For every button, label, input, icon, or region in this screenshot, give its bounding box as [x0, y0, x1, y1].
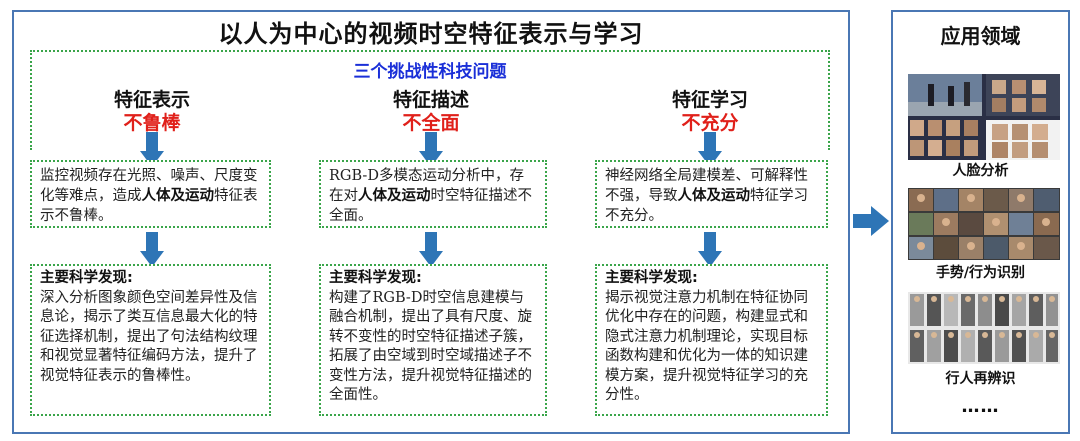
down-arrow-icon	[419, 232, 443, 268]
gesture-recognition-image	[908, 188, 1060, 260]
description-text: RGB-D多模态运动分析中，存在对	[329, 168, 524, 204]
applications-frame	[891, 10, 1070, 434]
column-problem-representation: 不鲁棒	[123, 112, 181, 134]
finding-box-learning: 主要科学发现: 揭示视觉注意力机制在特征协同优化中存在的问题，构建显式和隐式注意…	[595, 264, 828, 416]
person-reid-image	[908, 292, 1060, 364]
description-text: 监控视频存在光照、噪声、尺度变化等难点，造成	[40, 168, 258, 204]
description-text: 时空特征描述不全面。	[329, 188, 532, 224]
down-arrow-icon	[140, 232, 164, 268]
description-emphasis: 人体及运动	[141, 188, 215, 204]
description-box-representation: 监控视频存在光照、噪声、尺度变化等难点，造成人体及运动特征表示不鲁棒。	[30, 160, 271, 228]
description-text: 特征学习不充分。	[605, 188, 808, 224]
finding-box-description: 主要科学发现: 构建了RGB-D时空信息建模与融合机制，提出了具有尺度、旋转不变…	[319, 264, 547, 416]
column-heading-representation: 特征表示	[113, 89, 190, 111]
finding-heading: 主要科学发现:	[605, 270, 698, 286]
description-emphasis: 人体及运动	[358, 188, 431, 204]
challenges-title: 三个挑战性科技问题	[353, 62, 507, 82]
description-box-learning: 神经网络全局建模差、可解释性不强，导致人体及运动特征学习不充分。	[595, 160, 828, 228]
finding-text: 揭示视觉注意力机制在特征协同优化中存在的问题，构建显式和隐式注意力机制理论，实现…	[605, 289, 808, 404]
main-frame	[12, 10, 850, 434]
finding-text: 构建了RGB-D时空信息建模与融合机制，提出了具有尺度、旋转不变性的时空特征描述…	[329, 289, 532, 404]
description-emphasis: 人体及运动	[677, 188, 751, 204]
column-heading-description: 特征描述	[392, 89, 469, 111]
description-box-description: RGB-D多模态运动分析中，存在对人体及运动时空特征描述不全面。	[319, 160, 547, 228]
main-title: 以人为中心的视频时空特征表示与学习	[218, 20, 644, 48]
down-arrow-icon	[698, 232, 722, 268]
applications-title: 应用领域	[940, 24, 1021, 48]
column-problem-learning: 不充分	[681, 112, 739, 134]
more-ellipsis: ……	[961, 396, 1000, 417]
finding-heading: 主要科学发现:	[40, 270, 133, 286]
right-arrow-icon	[853, 206, 889, 236]
finding-text: 深入分析图象颜色空间差异性及信息论，揭示了类互信息最大化的特征选择机制，提出了句…	[40, 289, 258, 384]
description-text: 神经网络全局建模差、可解释性不强，导致	[605, 168, 808, 204]
finding-heading: 主要科学发现:	[329, 270, 422, 286]
application-label-face: 人脸分析	[952, 163, 1009, 179]
finding-box-representation: 主要科学发现: 深入分析图象颜色空间差异性及信息论，揭示了类互信息最大化的特征选…	[30, 264, 271, 416]
column-heading-learning: 特征学习	[671, 89, 748, 111]
application-label-reid: 行人再辨识	[945, 371, 1016, 387]
column-problem-description: 不全面	[402, 112, 460, 134]
face-analysis-image	[908, 74, 1060, 160]
application-label-gesture: 手势/行为识别	[935, 265, 1026, 281]
description-text: 特征表示不鲁棒。	[40, 188, 258, 224]
